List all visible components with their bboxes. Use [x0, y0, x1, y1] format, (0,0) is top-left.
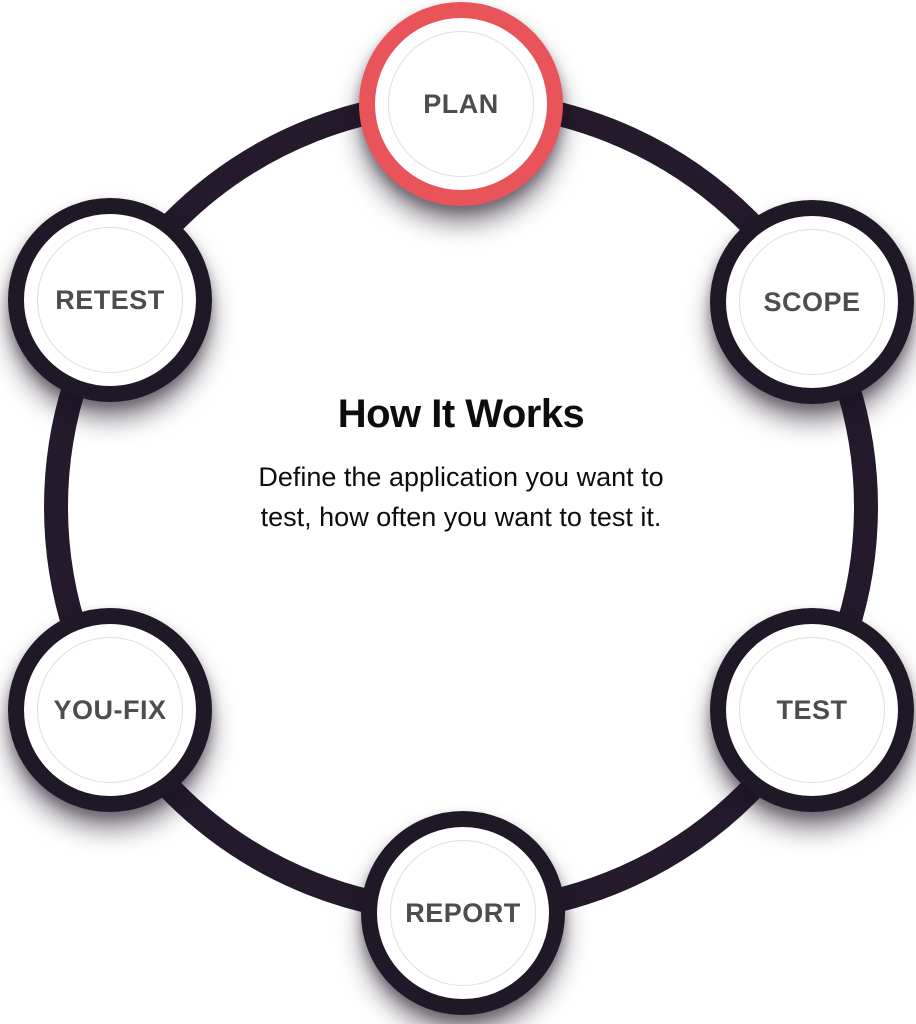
step-node-scope: SCOPE [710, 200, 914, 404]
step-node-plan: PLAN [359, 2, 563, 206]
diagram-center-text: How It Works Define the application you … [246, 392, 676, 537]
step-label-you-fix: YOU-FIX [53, 694, 167, 725]
step-node-inner-circle: REPORT [390, 840, 536, 986]
step-label-retest: RETEST [55, 284, 165, 315]
step-label-test: TEST [776, 694, 848, 725]
step-label-plan: PLAN [423, 88, 499, 119]
diagram-title: How It Works [337, 392, 585, 436]
step-node-you-fix: YOU-FIX [8, 608, 212, 812]
diagram-description: Define the application you want to test,… [258, 462, 664, 532]
step-node-inner-circle: TEST [739, 637, 885, 783]
step-node-inner-circle: RETEST [37, 227, 183, 373]
step-node-inner-circle: SCOPE [739, 229, 885, 375]
step-label-scope: SCOPE [763, 286, 861, 317]
step-node-inner-circle: YOU-FIX [37, 637, 183, 783]
step-node-test: TEST [710, 608, 914, 812]
step-label-report: REPORT [405, 897, 521, 928]
step-node-retest: RETEST [8, 198, 212, 402]
step-node-report: REPORT [361, 811, 565, 1015]
step-node-inner-circle: PLAN [388, 31, 534, 177]
